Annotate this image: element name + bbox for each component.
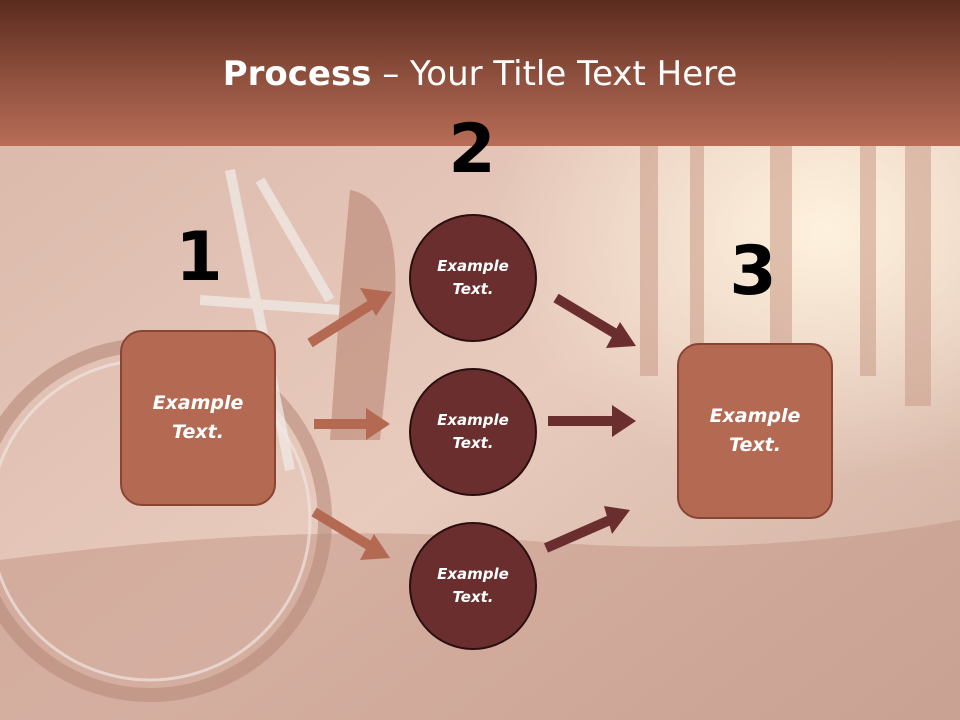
title-rest: – Your Title Text Here [371,54,738,94]
left-process-box: Example Text. [120,330,276,506]
right-process-box: Example Text. [677,343,833,519]
step-number-1: 1 [175,218,223,297]
arrow-left-to-middle [314,408,390,440]
arrow-top-to-right [553,293,636,348]
left-box-label: Example Text. [152,392,244,443]
step-number-3: 3 [729,232,777,311]
arrow-bottom-to-right [543,506,630,553]
arrow-middle-to-right [548,405,636,437]
arrow-left-to-bottom [311,507,390,560]
middle-circle-label: Example Text. [437,411,509,452]
step-number-2: 2 [448,110,496,189]
title-bar [0,0,960,146]
bottom-circle-label: Example Text. [437,565,509,606]
slide-title: Process – Your Title Text Here [0,52,960,96]
top-circle: Example Text. [409,214,537,342]
right-box-label: Example Text. [709,405,801,456]
arrow-left-to-top [307,288,392,348]
title-bold: Process [222,54,372,94]
bottom-circle: Example Text. [409,522,537,650]
middle-circle: Example Text. [409,368,537,496]
top-circle-label: Example Text. [437,257,509,298]
